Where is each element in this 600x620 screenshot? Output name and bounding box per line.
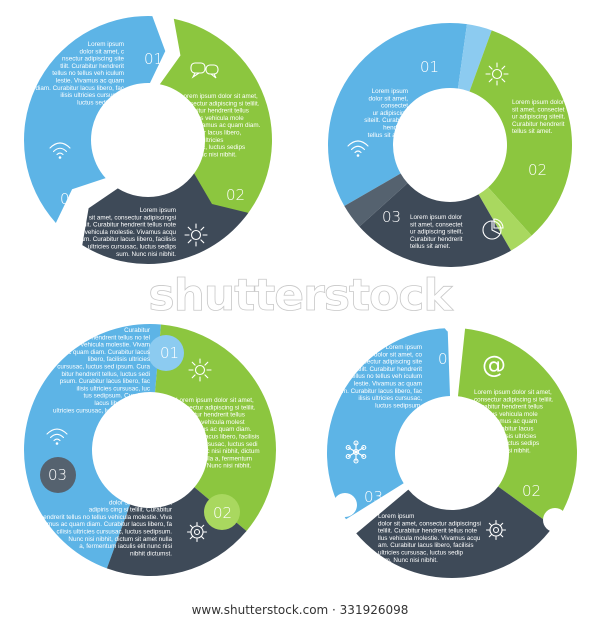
sun-icon — [188, 358, 212, 382]
wifi-icon — [49, 142, 71, 159]
puzzle-notch — [333, 493, 357, 517]
puzzle-notch — [443, 310, 467, 334]
bulge-dark — [40, 457, 76, 493]
segment-dark — [82, 173, 249, 264]
segment-number: 02 — [226, 186, 245, 204]
segment-number: 03 — [48, 466, 67, 484]
pie-chart-icon — [482, 218, 504, 240]
segment-green-tab — [478, 187, 532, 251]
segment-number: 02 — [213, 504, 232, 522]
segment-blue — [328, 22, 467, 206]
segment-number: 01 — [420, 58, 439, 76]
segment-description: Lorem ipsum dolor sit amet,consectur adi… — [180, 93, 261, 158]
segment-green — [469, 30, 572, 236]
segment-description: Lorem ipsum dolor sit amet,consectur adi… — [176, 397, 260, 470]
segment-number: 02 — [528, 161, 547, 179]
segment-dark — [359, 183, 511, 267]
bulge-green — [204, 494, 240, 530]
chat-bubbles-icon — [190, 62, 219, 79]
sun-icon — [184, 223, 208, 247]
segment-number: 03 — [60, 190, 79, 208]
segment-blue-tab — [457, 24, 492, 92]
gear-icon — [186, 521, 208, 543]
segment-green — [159, 18, 272, 217]
wifi-icon — [347, 140, 369, 157]
watermark-text: shutterstock — [148, 270, 454, 321]
gear-icon — [485, 519, 507, 541]
segment-blue — [24, 16, 166, 223]
wifi-icon — [46, 428, 68, 445]
footer-text: www.shutterstock.com · 331926098 — [191, 603, 409, 617]
segment-blue — [24, 324, 161, 569]
segment-number: 01 — [144, 50, 163, 68]
at-sign-icon: @ — [482, 351, 506, 379]
segment-dark — [356, 486, 554, 578]
segment-dark-tab — [344, 173, 408, 227]
segment-number: 01 — [438, 350, 457, 368]
puzzle-notch — [543, 508, 567, 532]
network-icon — [345, 440, 367, 464]
bulge-blue — [148, 335, 184, 371]
segment-green — [457, 328, 577, 527]
sun-icon — [485, 62, 509, 86]
footer-bar: www.shutterstock.com · 331926098 — [0, 600, 600, 620]
segment-blue — [326, 328, 451, 520]
segment-green — [155, 324, 277, 531]
svg-text:@: @ — [482, 351, 506, 379]
segment-number: 02 — [522, 482, 541, 500]
segment-description: Lorem ipsum dolor sit amet,consectur adi… — [474, 389, 554, 454]
segment-number: 03 — [364, 488, 383, 506]
segment-number: 01 — [160, 344, 179, 362]
segment-number: 03 — [382, 208, 401, 226]
